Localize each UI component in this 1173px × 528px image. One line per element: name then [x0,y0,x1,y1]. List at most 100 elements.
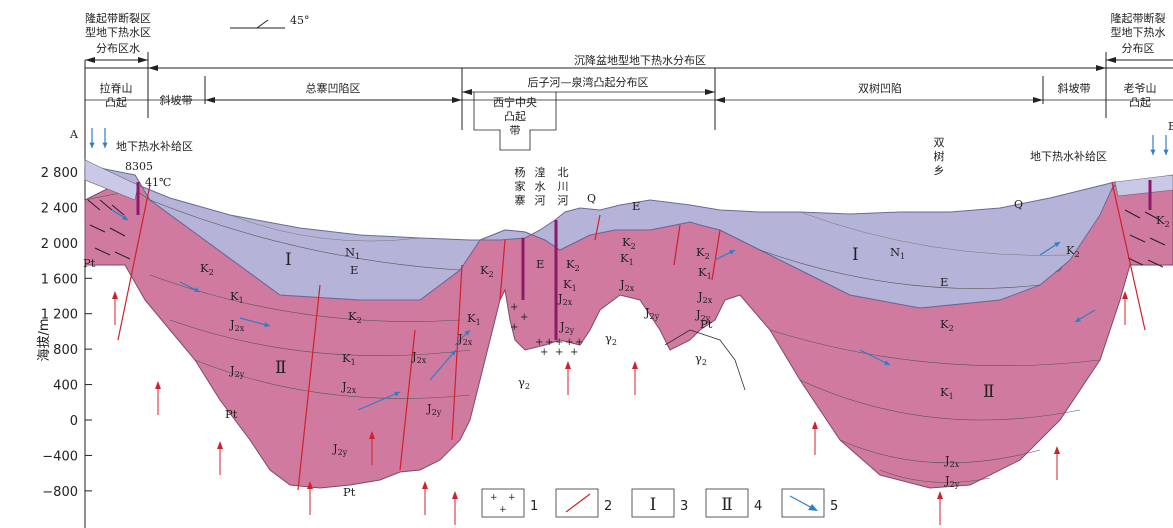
stratum-pt: Pt [83,256,96,270]
stratum-gamma: γ2 [695,351,707,367]
axis-tick-label: 1 200 [41,308,78,323]
svg-text:+: + [575,337,583,348]
xining-line1: 西宁中央 [493,95,537,109]
left-zone-line2: 型地下热水区 [85,25,151,39]
heat-arrow-head [565,361,571,369]
dip-label: 45° [290,14,310,27]
q-label-right: Q [1014,198,1023,211]
axis-label: 海拔/m [37,318,52,361]
stratum-zone2: Ⅱ [983,382,995,402]
svg-text:+: + [510,302,518,313]
beichuan-1: 北 [558,166,569,179]
flow-arrow [429,349,457,381]
stratum-gamma: γ2 [518,375,530,391]
q-label-center: Q [587,192,596,205]
flow-arrow-head [450,350,456,356]
shuangshu-2: 树 [934,149,945,163]
heat-arrow-head [452,491,458,499]
flow-arrow-head [194,287,200,292]
flow-arrow-head [1163,149,1169,155]
svg-text:+: + [565,337,573,348]
legend-zone1-box [631,488,675,518]
axis-tick-label: 400 [53,379,78,394]
svg-text:+: + [570,347,578,358]
heat-arrow-head [1122,291,1128,299]
svg-text:+: + [545,337,553,348]
svg-text:+: + [499,505,507,515]
heat-arrow-head [937,491,943,499]
water-flow-arrows [89,128,1169,411]
flow-arrow-head [394,391,400,397]
heat-arrow-head [307,481,313,489]
yangjiazhai-1: 杨 [515,165,526,179]
stratum-pt: Pt [343,485,356,499]
left-recharge-hatch [87,199,131,260]
xining-line2: 凸起 [504,110,526,123]
right-zone-line3: 分布区 [1122,42,1155,55]
legend-zone2-box [705,488,749,518]
heat-arrow-head [155,381,161,389]
right-recharge-hatch [1124,209,1166,268]
flow-arrow-head [1054,242,1060,248]
right-zone-line2: 型地下热水 [1111,25,1166,39]
axis-tick-label: 800 [53,343,78,358]
beichuan-3: 河 [558,194,569,207]
left-zone-line1: 隆起带断裂区 [85,11,151,25]
svg-text:+: + [555,337,563,348]
granite-outline [664,329,746,391]
center-zone-label: 沉降盆地型地下热水分布区 [574,53,706,67]
laoyeshan-line1: 老爷山 [1124,81,1157,95]
faults [117,181,1146,491]
xining-line3: 带 [510,124,521,137]
axis-tick-label: −800 [42,485,78,500]
stratum-zone1: Ⅰ [852,245,859,265]
stratum-e: E [350,263,358,277]
legend-zone2-glyph: Ⅱ [721,495,733,515]
heat-arrow-head [632,361,638,369]
legend: + + + 1 2 Ⅰ 3 Ⅱ 4 5 [481,488,838,518]
well-number-label: 8305 [125,160,153,173]
right-recharge-label: 地下热水补给区 [1030,150,1107,163]
axis-tick-label: −400 [42,449,78,464]
zone-header: 隆起带断裂区 型地下热水区 分布区水 隆起带断裂 型地下热水 分布区 45° 沉… [84,11,1173,151]
huangshui-1: 湟 [535,166,546,179]
lajishan-line2: 凸起 [105,96,127,109]
flow-arrow-head [884,360,890,365]
svg-text:+: + [508,493,516,503]
right-surface-tiles [1114,174,1173,197]
beichuan-2: 川 [558,180,569,193]
heat-arrow-head [112,291,118,299]
left-zone-line3: 分布区水 [96,42,140,55]
flow-arrow-head [464,330,470,336]
flow-arrow-head [89,142,95,148]
stratum-pt: Pt [700,317,713,331]
axis-tick-label: 1 600 [41,272,78,287]
right-zone-line1: 隆起带断裂 [1111,11,1166,25]
flow-arrow-head [1075,316,1081,322]
axis-tick-label: 0 [70,414,78,429]
stratum-zone1: Ⅰ [285,250,292,270]
heat-arrow-head [217,441,223,449]
flow-arrow [859,349,891,366]
label-b: B [1168,120,1173,133]
legend-granite-box [481,488,525,518]
huangshui-2: 水 [535,180,546,193]
flow-arrow [357,391,401,411]
legend-3: 3 [680,499,688,514]
flow-arrow-head [729,250,735,255]
shuangshu-depression-label: 双树凹陷 [858,81,902,95]
svg-text:+: + [490,493,498,503]
right-slope-label: 斜坡带 [1058,82,1091,95]
left-recharge-label: 地下热水补给区 [116,140,193,153]
heat-arrow-head [1054,446,1060,454]
stratum-zone2: Ⅱ [275,358,287,378]
granite-pluses: +++ +++ +++ ++ [510,302,583,358]
temperature-label: 41℃ [145,176,171,189]
axis-tick-label: 2 800 [41,166,78,181]
stratum-e: E [940,275,948,289]
yangjiazhai-3: 寨 [515,193,526,207]
laoyeshan-line2: 凸起 [1129,96,1151,109]
svg-text:+: + [510,322,518,333]
flow-arrow-head [264,322,270,328]
flow-arrow-head [102,142,108,148]
